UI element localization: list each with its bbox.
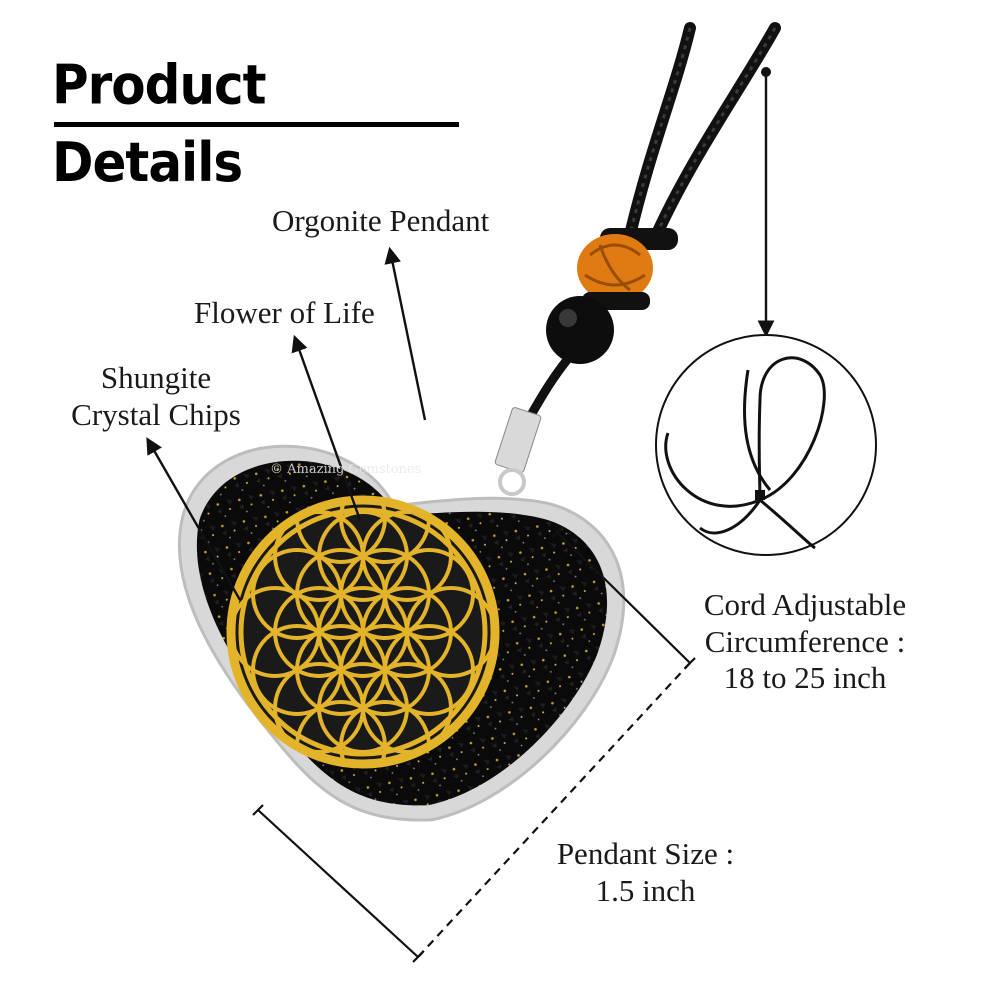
onyx-bead <box>546 296 614 364</box>
label-cord-line3: 18 to 25 inch <box>723 660 887 696</box>
orgonite-arrow <box>384 246 427 421</box>
label-cord-line2: Circumference : <box>704 623 906 659</box>
label-size-line1: Pendant Size : <box>556 836 735 871</box>
label-shungite-line1: Shungite <box>100 360 212 395</box>
label-shungite-line2: Crystal Chips <box>71 396 241 432</box>
flower-of-life-medallion <box>226 495 500 769</box>
label-shungite: Shungite Crystal Chips <box>66 360 246 433</box>
label-cord: Cord Adjustable Circumference : 18 to 25… <box>690 587 920 697</box>
label-orgonite-pendant: Orgonite Pendant <box>272 203 490 238</box>
label-cord-line1: Cord Adjustable <box>703 587 907 622</box>
label-pendant-size: Pendant Size : 1.5 inch <box>548 836 743 909</box>
title-underline <box>54 122 459 127</box>
orange-knot <box>577 228 678 310</box>
adjustable-cord-inset <box>655 334 877 556</box>
page-title: Product Details <box>52 53 267 195</box>
shungite-arrow <box>146 437 242 601</box>
pendant-bail <box>494 407 542 496</box>
label-size-line2: 1.5 inch <box>595 872 696 908</box>
callout-arrows <box>146 72 775 601</box>
watermark: © Amazing Gemstones <box>270 462 422 477</box>
dimension-lines <box>252 526 696 963</box>
flower-arrow <box>291 334 362 521</box>
label-flower-of-life: Flower of Life <box>194 295 375 330</box>
